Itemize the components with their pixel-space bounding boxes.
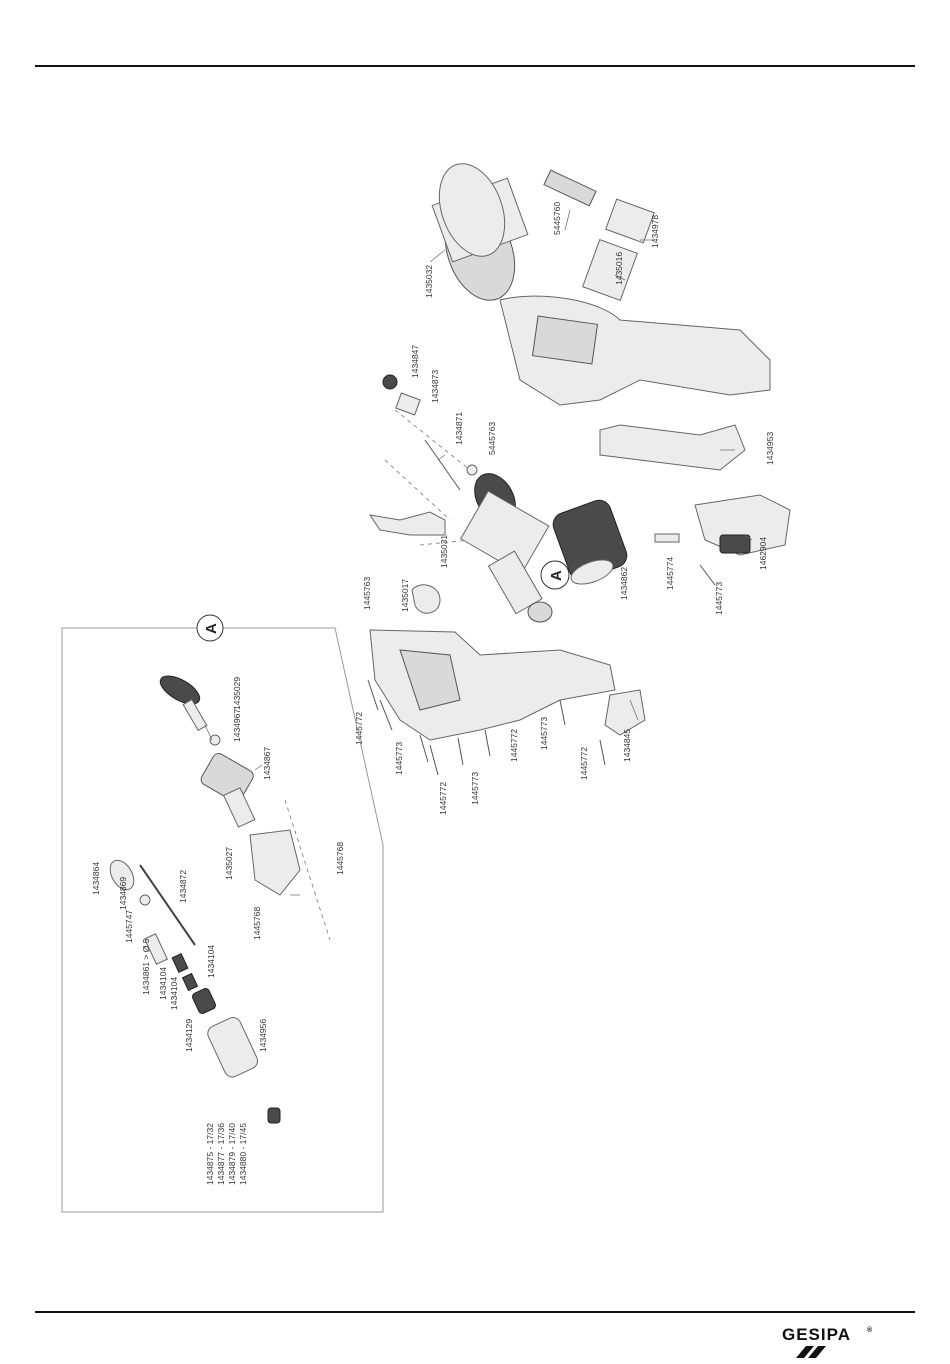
part-label: 1434873: [430, 370, 440, 403]
part-label: 1434862: [619, 567, 629, 600]
contact-block: [694, 494, 791, 556]
motor-part: [552, 499, 628, 585]
part-label: 1434867: [262, 747, 272, 780]
part-label: 1434845: [622, 729, 632, 762]
part-label: 1434869: [118, 877, 128, 910]
part-label: 1435032: [424, 265, 434, 298]
part-label: 1434129: [184, 1019, 194, 1052]
detail-callout-letter: A: [548, 570, 565, 581]
plate-part: [543, 169, 597, 207]
sleeve-part: [431, 163, 529, 301]
part-label: 1434871: [454, 412, 464, 445]
foot-part: [604, 689, 646, 736]
nozzle-tip: [267, 1107, 281, 1124]
nozzle-housing: [207, 1017, 259, 1078]
nozzle-list-item: 1434875 - 17/32: [205, 1123, 215, 1185]
gesipa-logo: GESIPA ®: [782, 1325, 873, 1358]
part-label: 5445760: [552, 202, 562, 235]
part-label: 1434978: [650, 215, 660, 248]
part-label: 1435027: [224, 847, 234, 880]
drive-unit: [460, 473, 553, 623]
part-label: 1445773: [539, 717, 549, 750]
nozzle-list-item: 1434879 - 17/40: [227, 1123, 237, 1185]
part-label: 1434104: [206, 945, 216, 978]
flange-piece: [249, 829, 301, 896]
detail-panel-letter: A: [203, 623, 220, 634]
detail-panel-frame: [61, 627, 384, 1213]
part-label: 1445774: [665, 557, 675, 590]
part-label: 1445772: [579, 747, 589, 780]
part-label: 1445772: [509, 729, 519, 762]
part-label: 1445772: [438, 782, 448, 815]
part-label: 1435029: [232, 677, 242, 710]
cover-strip: [599, 424, 746, 471]
bracket-part: [605, 198, 655, 244]
screw-set: [367, 679, 606, 776]
part-label: 1445763: [362, 577, 372, 610]
detail-label-group: 1434864 1434869 1445747 1434872 1434861 …: [91, 677, 345, 1052]
part-label: 1435016: [614, 252, 624, 285]
main-assembly: A: [367, 163, 791, 776]
part-label: 1435031: [439, 535, 449, 568]
part-label: 1434104: [158, 967, 168, 1000]
logo-wordmark: GESIPA: [782, 1325, 851, 1344]
nozzle-list-item: 1434880 - 17/45: [238, 1123, 248, 1185]
part-label: 1445772: [354, 712, 364, 745]
part-label: 1435017: [400, 579, 410, 612]
part-label: 1434967: [232, 709, 242, 742]
detail-callout-marker: [540, 560, 570, 590]
footer-rule: [35, 1311, 915, 1313]
part-label: 1434861 > Ø 5: [141, 938, 151, 995]
main-label-group: 1435032 5445760 1434978 1435016 1434847 …: [354, 202, 775, 815]
part-label: 1434956: [258, 1019, 268, 1052]
part-label: 1445773: [714, 582, 724, 615]
nozzle-list: 1434875 - 17/32 1434877 - 17/36 1434879 …: [205, 1123, 248, 1185]
detail-a-panel: A: [61, 614, 384, 1213]
detail-panel-marker: [196, 614, 224, 642]
part-label: 1445768: [335, 842, 345, 875]
housing-shell: [369, 629, 616, 741]
part-label: 1445773: [470, 772, 480, 805]
logo-registered-mark: ®: [867, 1326, 873, 1334]
part-label: 1434104: [169, 977, 179, 1010]
part-label: 1445768: [252, 907, 262, 940]
part-label: 1445747: [124, 910, 134, 943]
part-label: 1462904: [758, 537, 768, 570]
nozzle-list-item: 1434877 - 17/36: [216, 1123, 226, 1185]
part-label: 1445773: [394, 742, 404, 775]
header-rule: [35, 65, 915, 67]
latch-part: [582, 239, 638, 301]
pin-part: [654, 533, 680, 543]
part-label: 1434864: [91, 862, 101, 895]
part-label: 5445763: [487, 422, 497, 455]
part-label: 1434847: [410, 345, 420, 378]
part-label: 1434953: [765, 432, 775, 465]
part-label: 1434872: [178, 870, 188, 903]
clamp-part: [368, 511, 446, 536]
knob-part: [382, 374, 398, 390]
head-piece: [200, 752, 256, 828]
